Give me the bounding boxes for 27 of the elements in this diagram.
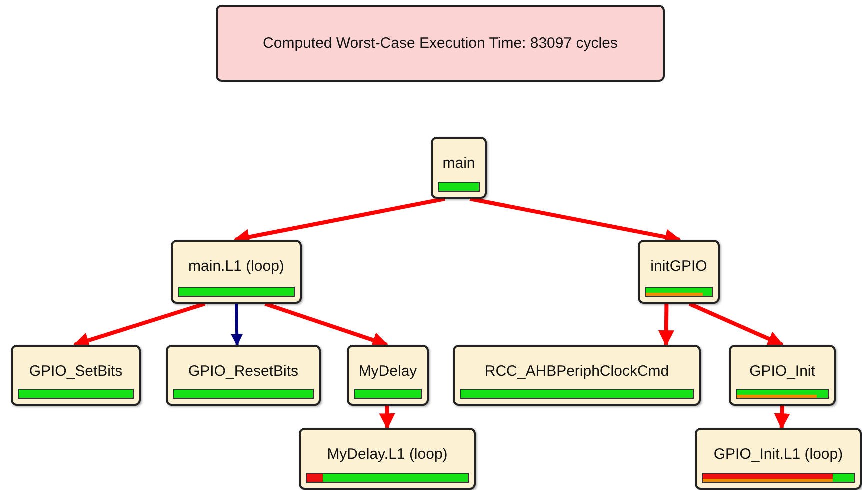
function-name: GPIO_SetBits [28,363,124,380]
function-name: RCC_AHBPeriphClockCmd [484,363,670,380]
function-name: main.L1 (loop) [188,258,286,275]
function-name: MyDelay [358,363,418,380]
arrow [264,302,389,348]
arrow [688,302,784,347]
function-box [453,345,701,406]
result-banner: Computed Worst-Case Execution Time: 83097 cycles [216,5,665,82]
function-name: GPIO_Init.L1 (loop) [712,446,844,463]
function-name: main [442,155,476,172]
arrow [231,304,244,346]
function-box [166,345,321,406]
arrow [774,406,790,430]
function-box [347,345,429,406]
function-name: MyDelay.L1 (loop) [326,446,449,463]
function-box [299,428,476,490]
function-box [431,137,487,199]
function-box [729,345,836,406]
arrow [658,304,674,347]
function-name: GPIO_Init [748,363,816,380]
function-box [695,428,862,490]
function-box [638,240,720,304]
function-box [11,345,141,406]
function-name: GPIO_ResetBits [187,363,300,380]
function-box [171,240,302,304]
function-name: initGPIO [650,258,708,275]
arrow [379,406,396,430]
